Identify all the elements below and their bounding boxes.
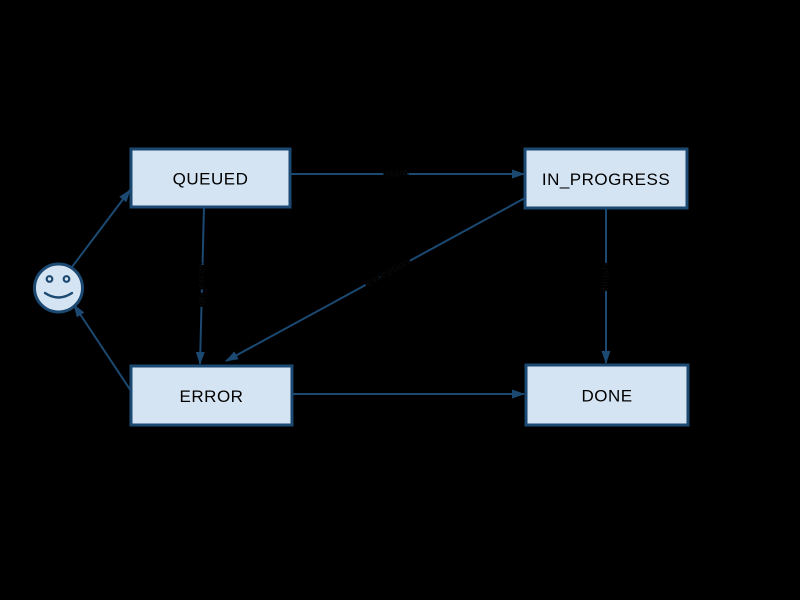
edge-label-finish: finish	[601, 264, 612, 291]
state-node-error: ERROR	[129, 364, 294, 427]
edge-queued-to-in-progress: start	[290, 167, 525, 181]
edge-label-start: start	[384, 169, 407, 180]
edge-actor-to-queued	[71, 189, 131, 268]
edge-queued-to-error: on_error	[195, 206, 209, 365]
edge-error-to-actor	[73, 304, 132, 392]
edge-label-on-error: on_error	[197, 263, 208, 306]
edge-in-progress-to-done: finish	[599, 208, 613, 364]
state-node-in-progress: IN_PROGRESS	[523, 147, 689, 210]
state-node-queued: QUEUED	[129, 147, 292, 209]
smiley-face-icon	[33, 262, 84, 314]
state-label-done: DONE	[581, 387, 632, 406]
state-node-done: DONE	[524, 363, 690, 427]
state-label-queued: QUEUED	[173, 170, 249, 189]
state-label-error: ERROR	[180, 387, 244, 406]
state-label-in-progress: IN_PROGRESS	[542, 170, 670, 189]
